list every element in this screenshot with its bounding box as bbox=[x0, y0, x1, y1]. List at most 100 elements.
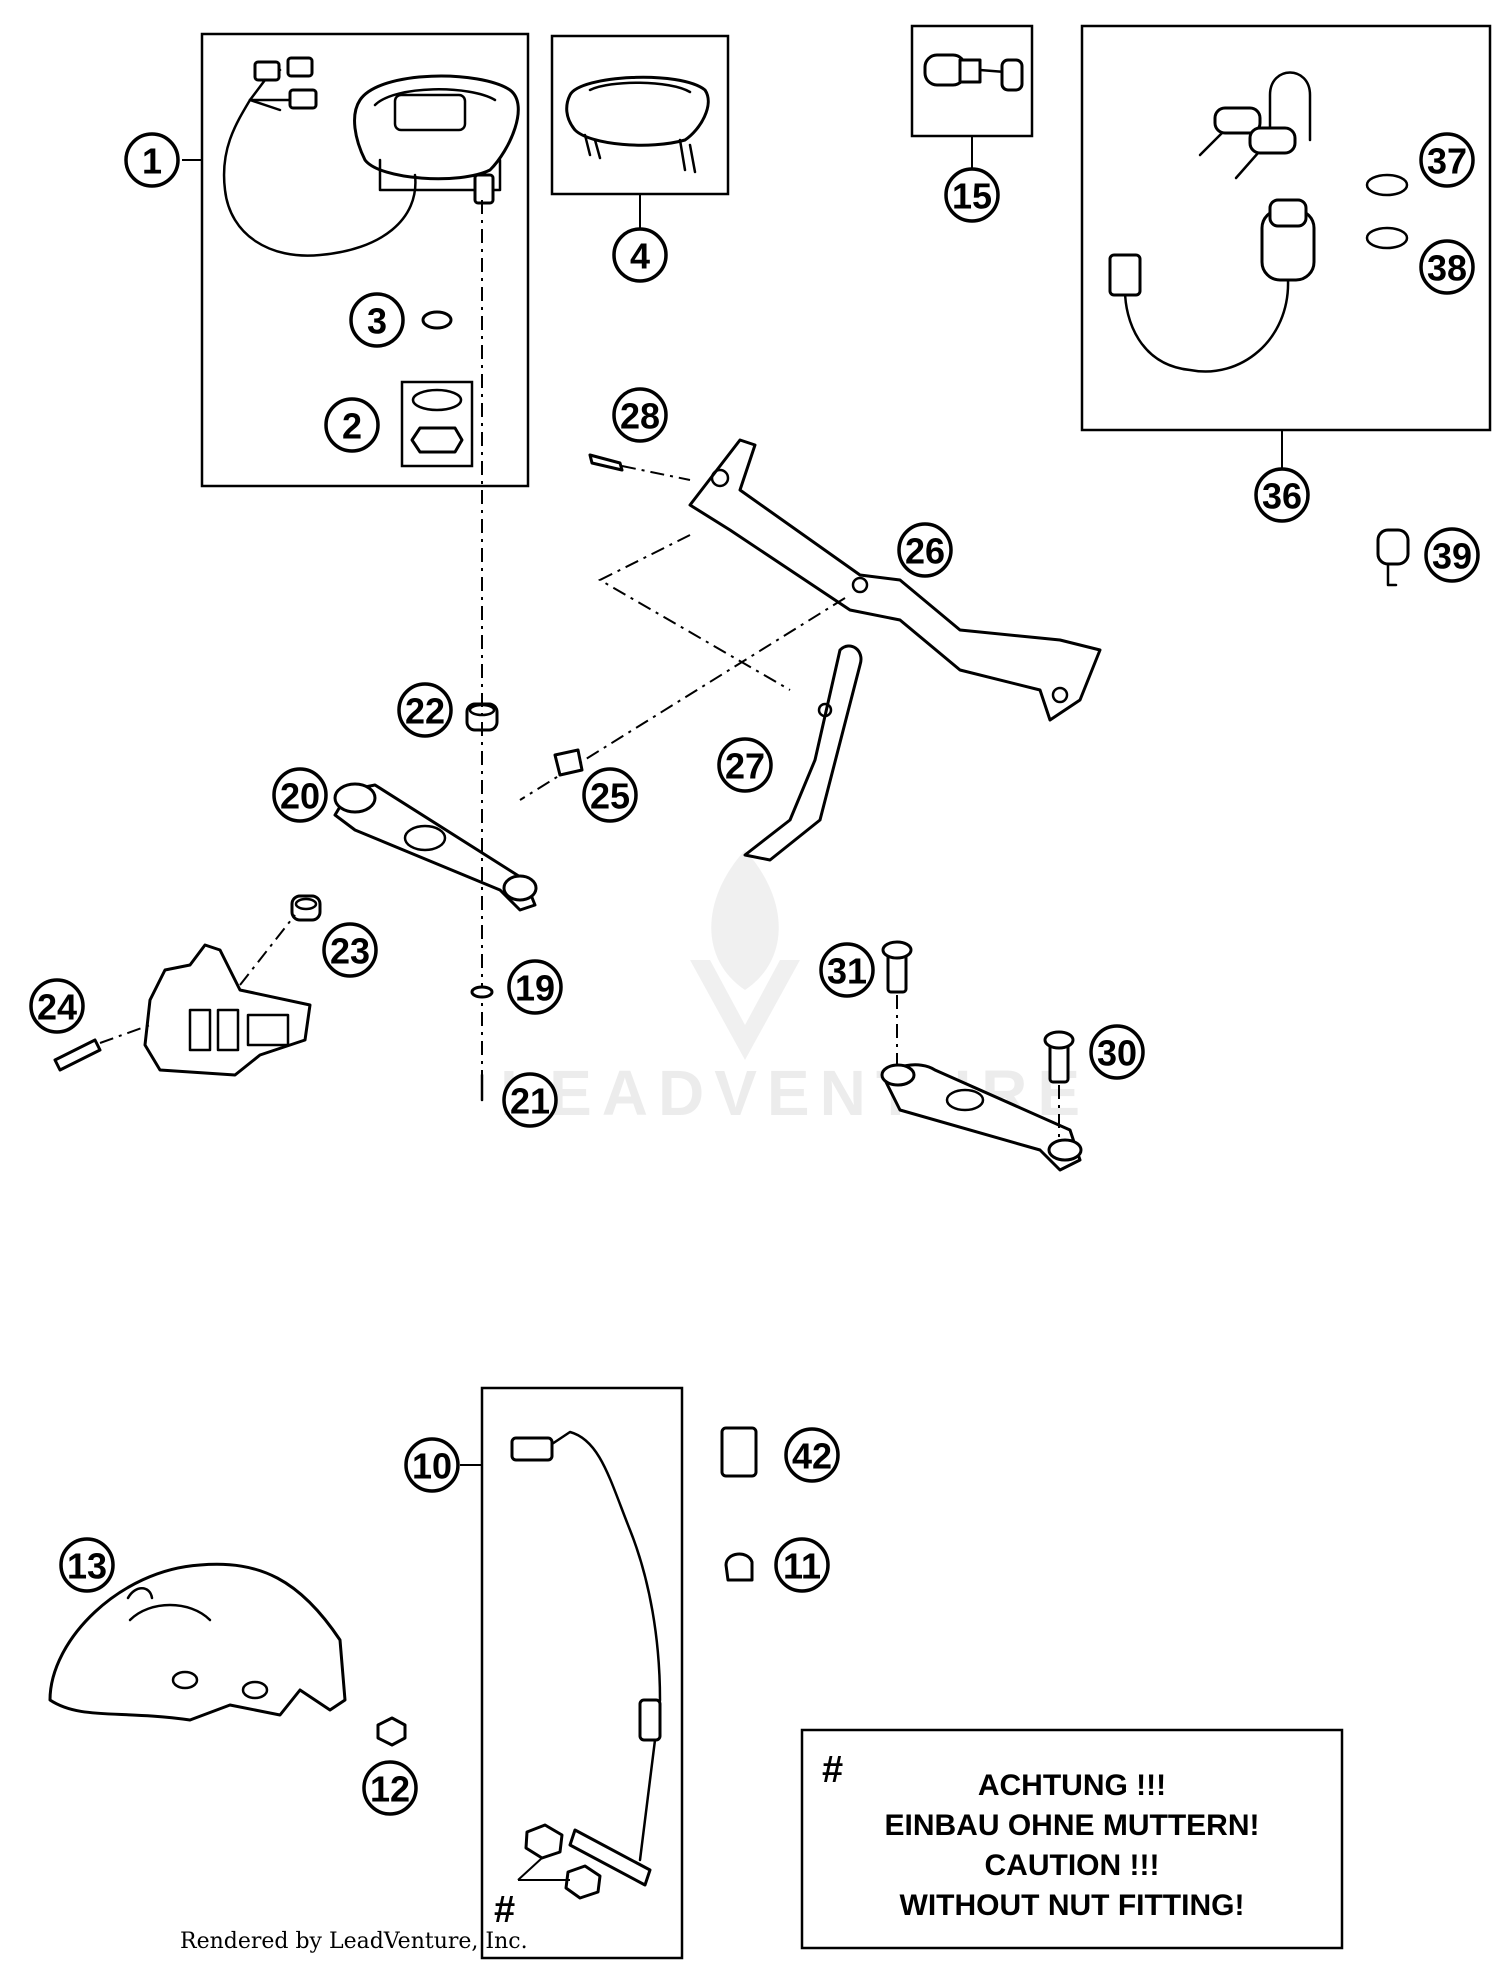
watermark-v-icon bbox=[690, 960, 800, 1060]
callout-circle bbox=[819, 942, 875, 998]
callout-20: 20 bbox=[272, 767, 328, 823]
part-11-clip bbox=[724, 1552, 754, 1582]
callout-circle bbox=[322, 922, 378, 978]
callout-circle bbox=[59, 1537, 115, 1593]
credit-text: Rendered by LeadVenture, Inc. bbox=[180, 1929, 528, 1954]
callout-39: 39 bbox=[1424, 527, 1480, 583]
watermark: LEADVENTURE bbox=[500, 850, 1080, 1129]
callout-label: 28 bbox=[620, 396, 660, 437]
callout-circle bbox=[397, 682, 453, 738]
callout-label: 22 bbox=[405, 691, 445, 732]
callout-25: 25 bbox=[582, 767, 638, 823]
part-13-brake-disc bbox=[48, 1562, 347, 1722]
callout-circle bbox=[1419, 132, 1475, 188]
part-10-speed-sensor bbox=[510, 1430, 662, 1900]
callout-label: 2 bbox=[342, 406, 362, 447]
callout-circle bbox=[404, 1437, 460, 1493]
callout-circle bbox=[272, 767, 328, 823]
callout-10: 10 bbox=[404, 1437, 460, 1493]
callout-label: 19 bbox=[515, 968, 555, 1009]
callout-circle bbox=[29, 978, 85, 1034]
callout-label: 11 bbox=[783, 1546, 821, 1587]
part-15-lock-cylinder bbox=[923, 53, 1024, 92]
part-20-holder bbox=[333, 782, 538, 912]
callout-label: 23 bbox=[330, 931, 370, 972]
callout-label: 12 bbox=[370, 1769, 410, 1810]
callout-circle bbox=[502, 1072, 558, 1128]
callout-24: 24 bbox=[29, 978, 85, 1034]
part-36-ignition-switch bbox=[1108, 71, 1409, 373]
callout-label: 13 bbox=[67, 1546, 107, 1587]
part-39-key bbox=[1376, 528, 1410, 587]
callout-42: 42 bbox=[784, 1427, 840, 1483]
callout-label: 21 bbox=[510, 1081, 550, 1122]
callout-circle bbox=[1419, 239, 1475, 295]
callout-circle bbox=[582, 767, 638, 823]
callout-30: 30 bbox=[1089, 1024, 1145, 1080]
callout-label: 24 bbox=[37, 987, 77, 1028]
callout-label: 39 bbox=[1432, 536, 1472, 577]
callout-circle bbox=[717, 737, 773, 793]
part-3-washer bbox=[421, 310, 453, 330]
callout-15: 15 bbox=[944, 167, 1000, 223]
note-line-2: EINBAU OHNE MUTTERN! bbox=[885, 1809, 1260, 1842]
note-line-1: ACHTUNG !!! bbox=[978, 1769, 1166, 1802]
callout-circle bbox=[774, 1537, 830, 1593]
part-12-nut bbox=[376, 1716, 407, 1747]
callout-36: 36 bbox=[1254, 467, 1310, 523]
callout-38: 38 bbox=[1419, 239, 1475, 295]
callout-2: 2 bbox=[324, 397, 380, 453]
part-28-screw bbox=[588, 453, 624, 472]
part-2-nut bbox=[410, 426, 464, 454]
callout-circle bbox=[612, 227, 668, 283]
callout-circle bbox=[124, 132, 180, 188]
note-line-3: CAUTION !!! bbox=[985, 1849, 1160, 1882]
callout-label: 38 bbox=[1427, 248, 1467, 289]
part-25-pin bbox=[553, 748, 584, 777]
callout-13: 13 bbox=[59, 1537, 115, 1593]
callout-12: 12 bbox=[362, 1760, 418, 1816]
group-box-speedometer bbox=[200, 32, 530, 488]
callout-3: 3 bbox=[349, 292, 405, 348]
callout-1: 1 bbox=[124, 132, 180, 188]
callout-circle bbox=[897, 522, 953, 578]
callout-label: 25 bbox=[590, 776, 630, 817]
callout-circle bbox=[944, 167, 1000, 223]
callout-22: 22 bbox=[397, 682, 453, 738]
callout-27: 27 bbox=[717, 737, 773, 793]
group-box-part-2 bbox=[400, 380, 474, 468]
callout-label: 31 bbox=[827, 951, 867, 992]
callout-label: 37 bbox=[1427, 141, 1467, 182]
part-23-grommet bbox=[290, 894, 322, 922]
hash-marker: # bbox=[494, 1889, 515, 1931]
note-hash: # bbox=[822, 1749, 843, 1791]
callout-label: 3 bbox=[367, 301, 387, 342]
note-line-4: WITHOUT NUT FITTING! bbox=[900, 1889, 1245, 1922]
callout-label: 10 bbox=[412, 1446, 452, 1487]
callout-circle bbox=[324, 397, 380, 453]
part-2-ring bbox=[411, 388, 463, 412]
callout-label: 1 bbox=[142, 141, 162, 182]
callout-circle bbox=[784, 1427, 840, 1483]
callout-circle bbox=[362, 1760, 418, 1816]
callout-23: 23 bbox=[322, 922, 378, 978]
callout-circle bbox=[1089, 1024, 1145, 1080]
callout-label: 36 bbox=[1262, 476, 1302, 517]
callout-19: 19 bbox=[507, 959, 563, 1015]
callout-37: 37 bbox=[1419, 132, 1475, 188]
group-box-sensor bbox=[480, 1386, 684, 1960]
nut-icon bbox=[524, 1823, 564, 1860]
callout-label: 30 bbox=[1097, 1033, 1137, 1074]
callout-label: 42 bbox=[792, 1436, 832, 1477]
group-box-ignition bbox=[1080, 24, 1492, 432]
callout-label: 4 bbox=[630, 236, 650, 277]
part-26-bracket bbox=[688, 438, 1102, 722]
callout-circle bbox=[1254, 467, 1310, 523]
callout-circle bbox=[612, 387, 668, 443]
callout-circle bbox=[1424, 527, 1480, 583]
callout-circle bbox=[349, 292, 405, 348]
callout-31: 31 bbox=[819, 942, 875, 998]
callout-4: 4 bbox=[612, 227, 668, 283]
watermark-flame-icon bbox=[711, 850, 779, 990]
